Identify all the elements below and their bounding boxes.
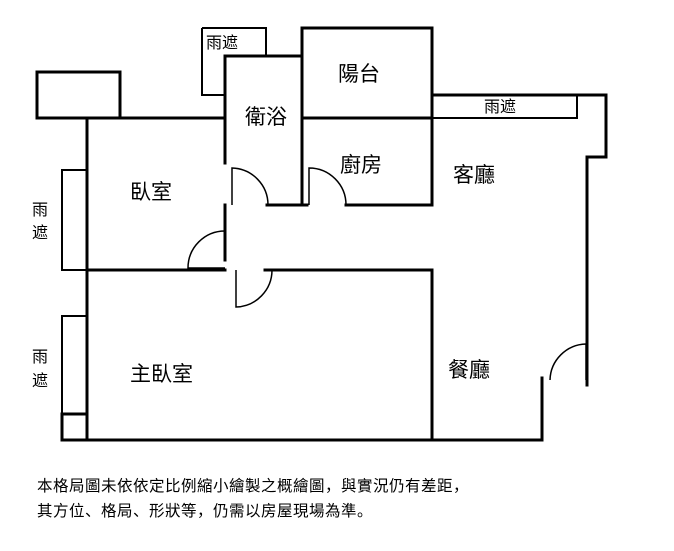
room-label-dining: 餐廳 [448,358,490,382]
kitchen-wall [300,116,434,207]
disclaimer-line-2: 其方位、格局、形狀等，仍需以房屋現場為準。 [37,502,374,520]
room-label-bathroom: 衛浴 [245,105,287,129]
bedroom-divider [85,268,434,442]
disclaimer-line-1: 本格局圖未依依定比例縮小繪製之概繪圖，與實況仍有差距， [37,477,470,495]
canopy-label-left-upper-1: 雨 [32,200,48,219]
room-label-kitchen: 廚房 [340,153,382,177]
master-bedroom-door [235,269,273,308]
canopy-label-left-lower-1: 雨 [32,347,48,366]
top-left-box [35,70,122,120]
bottom-wall [60,412,89,442]
kitchen-door [308,167,347,206]
canopy-label-top-right: 雨遮 [484,97,516,116]
room-label-living: 客廳 [453,163,495,187]
canopy-label-top-left: 雨遮 [206,33,238,52]
room-label-balcony: 陽台 [338,62,380,86]
disclaimer-note: 本格局圖未依依定比例縮小繪製之概繪圖，與實況仍有差距， 其方位、格局、形狀等，仍… [37,474,657,524]
canopy-strip-right [432,94,578,119]
room-label-bedroom: 臥室 [130,180,172,204]
bedroom-door [187,230,226,269]
room-label-master-bedroom: 主臥室 [130,362,193,386]
canopy-box-left-upper [61,169,87,271]
canopy-label-left-upper-2: 遮 [32,223,48,242]
bathroom-wall [223,54,304,262]
canopy-box-left-lower [61,315,87,415]
dining-door [549,343,587,381]
bathroom-door [231,167,269,206]
canopy-label-left-lower-2: 遮 [32,371,48,390]
floor-plan: 陽台 衛浴 廚房 客廳 臥室 主臥室 餐廳 雨遮 雨遮 雨 遮 雨 遮 [32,26,608,442]
